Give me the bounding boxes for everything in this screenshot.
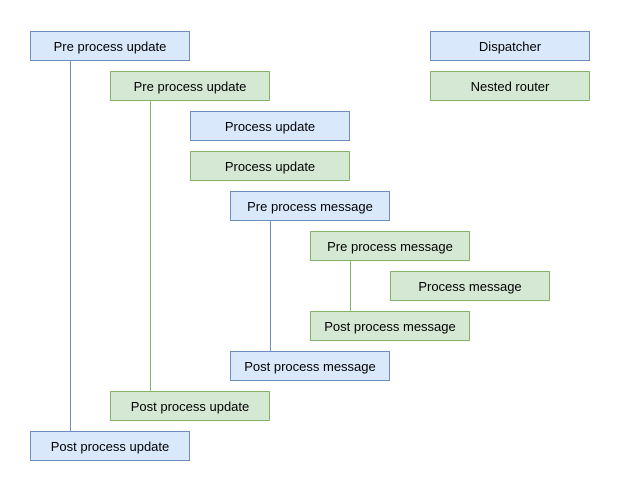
connector-line-blue-0 (70, 61, 71, 431)
flow-node-post-process-message: Post process message (310, 311, 470, 341)
flow-node-label: Pre process update (53, 38, 167, 54)
flow-node-label: Pre process update (133, 78, 247, 94)
legend-item-nested-router: Nested router (430, 71, 590, 101)
flow-node-pre-process-message: Pre process message (230, 191, 390, 221)
flow-node-label: Post process message (324, 318, 456, 334)
flow-node-label: Post process update (50, 438, 170, 454)
flow-node-label: Post process message (244, 358, 376, 374)
connector-line-green-3 (350, 261, 351, 311)
flow-node-label: Pre process message (327, 238, 453, 254)
connector-line-green-1 (150, 101, 151, 391)
flow-node-label: Pre process message (247, 198, 373, 214)
flow-node-label: Process message (418, 278, 522, 294)
flow-node-process-message: Process message (390, 271, 550, 301)
flow-node-pre-process-update: Pre process update (30, 31, 190, 61)
flow-node-post-process-update: Post process update (30, 431, 190, 461)
flow-node-pre-process-update: Pre process update (110, 71, 270, 101)
flow-node-label: Process update (224, 118, 316, 134)
flow-node-post-process-message: Post process message (230, 351, 390, 381)
flow-node-label: Post process update (130, 398, 250, 414)
flow-node-label: Dispatcher (478, 38, 542, 54)
legend-item-dispatcher: Dispatcher (430, 31, 590, 61)
connector-line-blue-2 (270, 221, 271, 351)
flow-node-process-update: Process update (190, 111, 350, 141)
flow-node-process-update: Process update (190, 151, 350, 181)
flow-node-label: Nested router (470, 78, 550, 94)
flow-node-post-process-update: Post process update (110, 391, 270, 421)
flow-node-pre-process-message: Pre process message (310, 231, 470, 261)
flow-node-label: Process update (224, 158, 316, 174)
